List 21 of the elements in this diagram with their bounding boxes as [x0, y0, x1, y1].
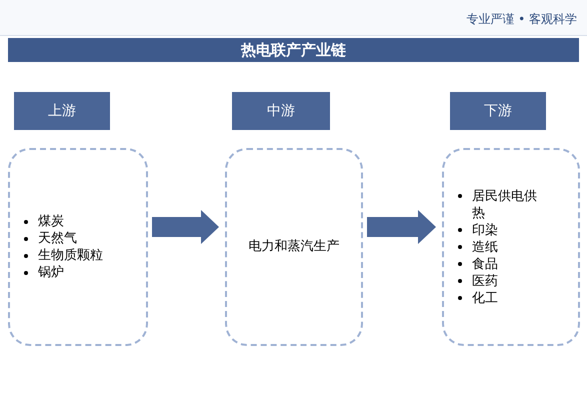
- list-item: 居民供电供热: [458, 188, 548, 222]
- slogan-text: 专业严谨 • 客观科学: [466, 11, 577, 28]
- list-item: 医药: [458, 272, 548, 290]
- content-box: [8, 148, 148, 346]
- list-item: 锅炉: [24, 264, 136, 281]
- list-item: 生物质颗粒: [24, 247, 136, 264]
- list-item: 造纸: [458, 238, 548, 256]
- list-item: 煤炭: [24, 213, 136, 230]
- stage-header: 上游: [14, 92, 110, 130]
- diagram-title: 热电联产产业链: [241, 40, 346, 61]
- list-item: 印染: [458, 222, 548, 238]
- box-text: 电力和蒸汽生产: [248, 238, 340, 256]
- list-item: 天然气: [24, 230, 136, 247]
- block-arrow: [367, 210, 436, 244]
- block-arrow: [152, 210, 219, 244]
- stage-header: 下游: [450, 92, 546, 130]
- stage-header: 中游: [232, 92, 330, 130]
- list-item: 化工: [458, 290, 548, 306]
- content-box: [442, 148, 580, 346]
- list-item: 食品: [458, 256, 548, 272]
- content-box: [225, 148, 363, 346]
